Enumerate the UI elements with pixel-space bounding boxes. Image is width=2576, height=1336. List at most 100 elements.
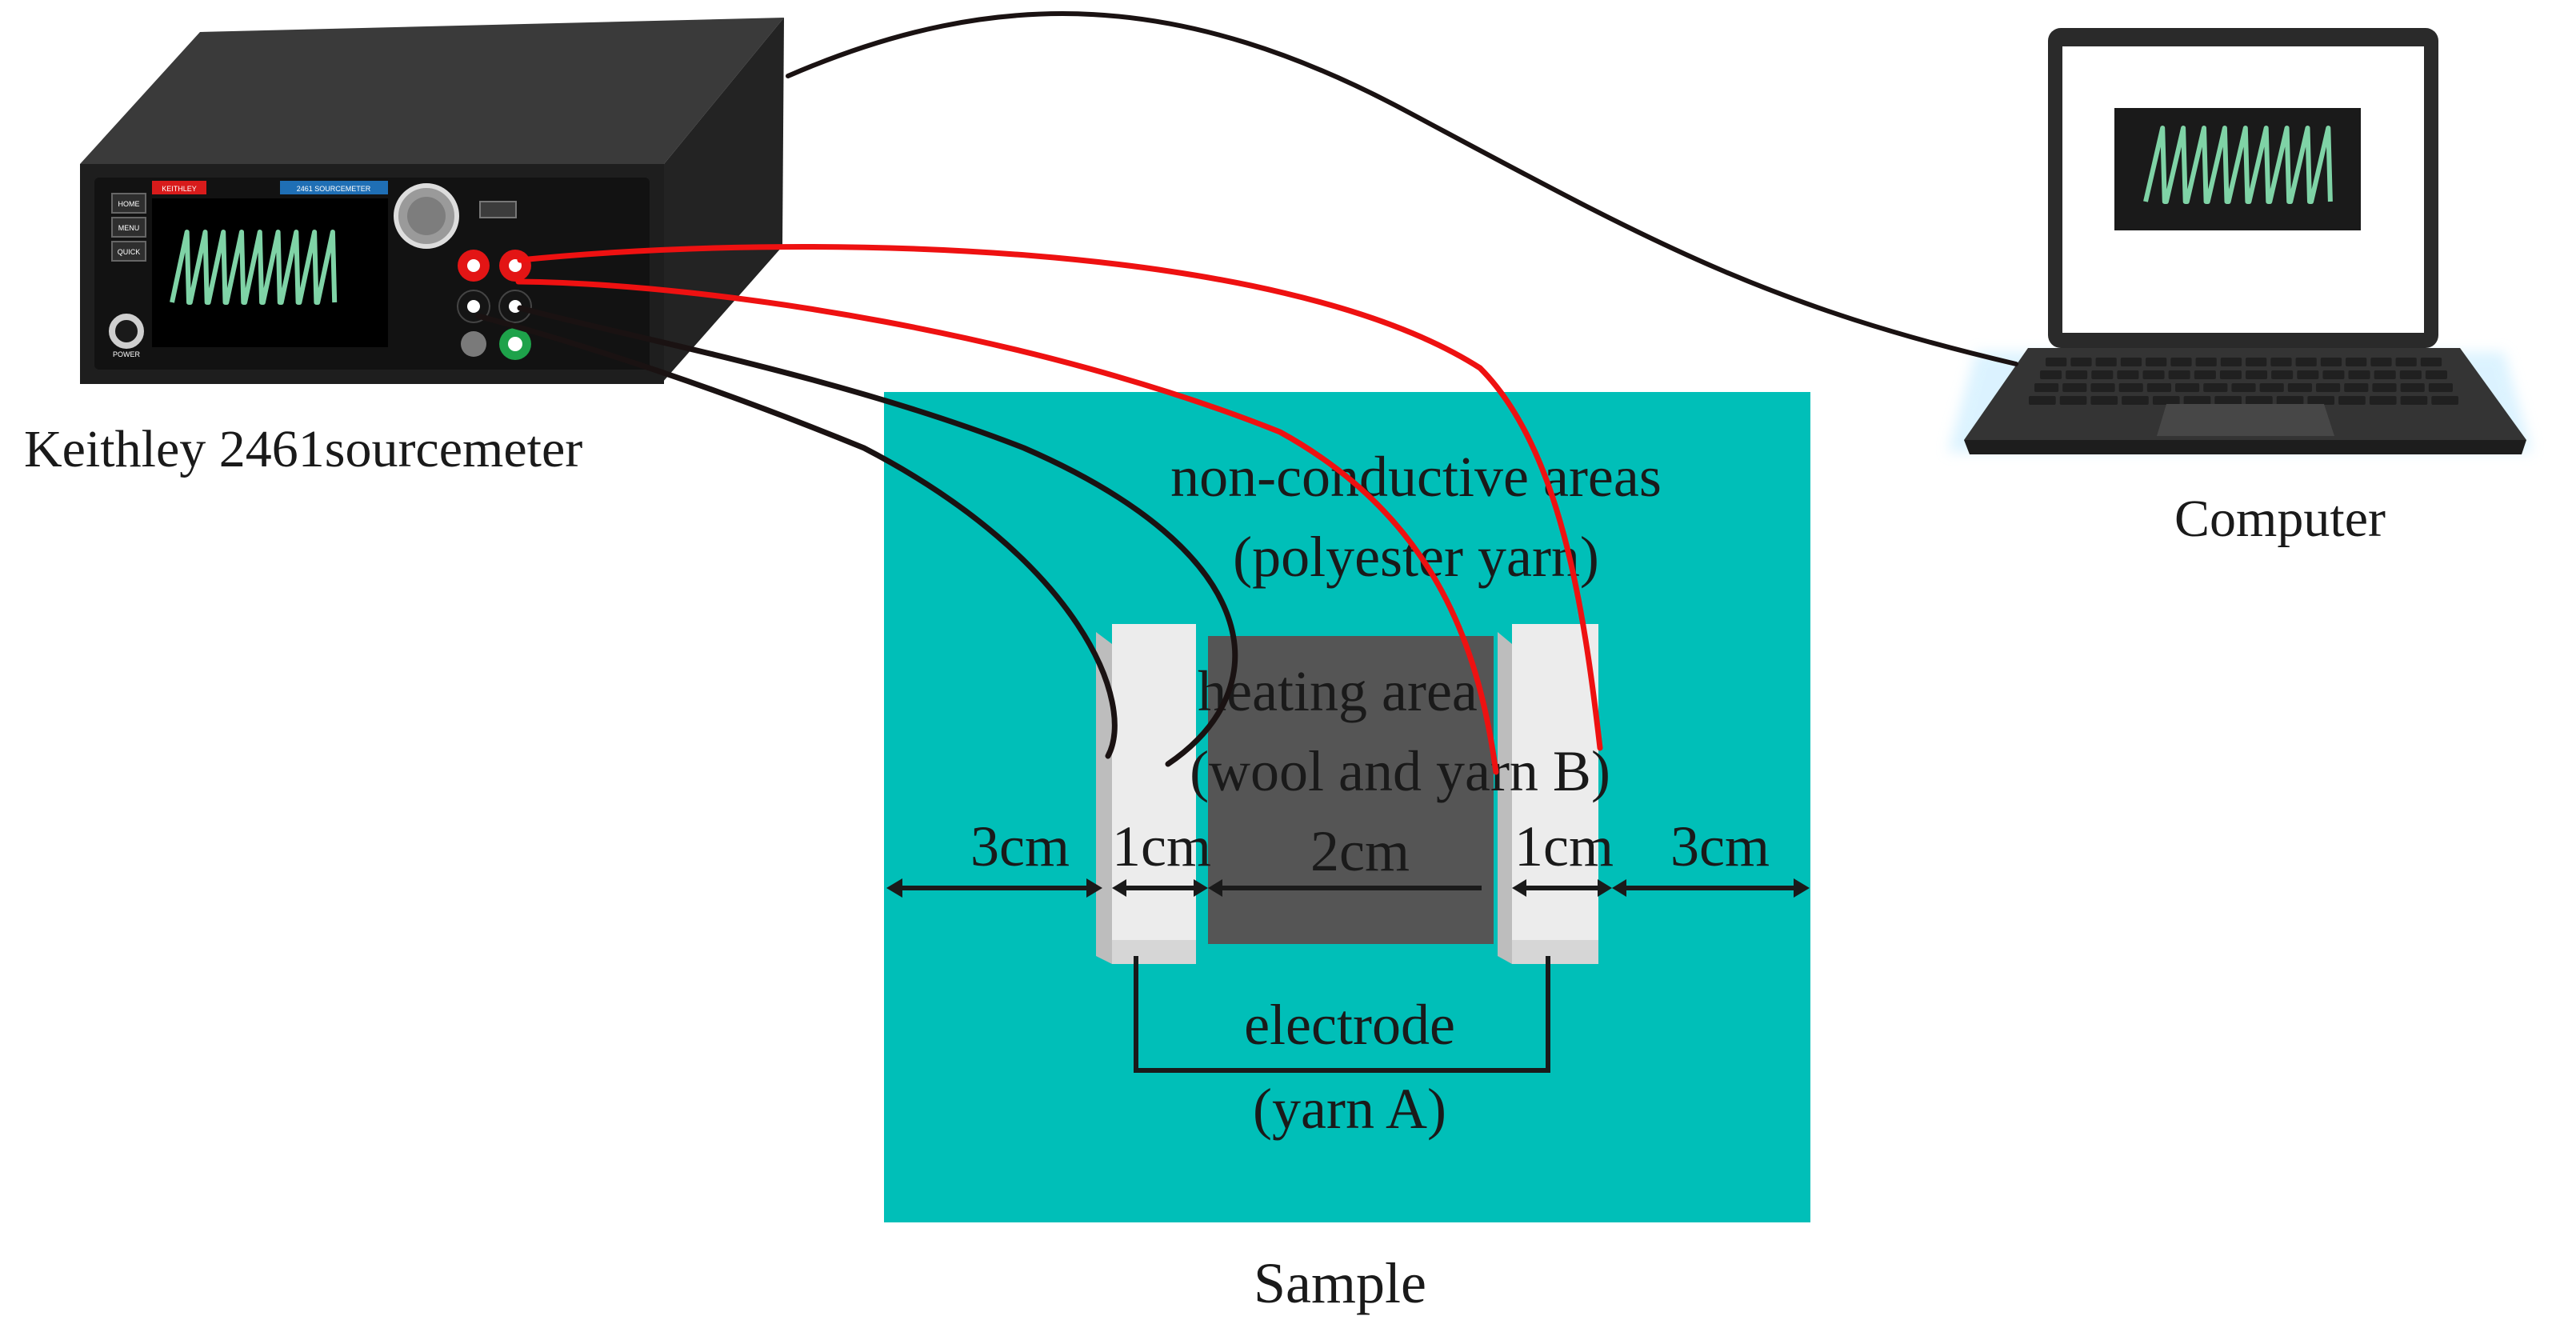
meter-top [80, 18, 784, 164]
keyboard-key [2070, 358, 2092, 366]
lead-low-1 [475, 313, 1118, 759]
keyboard-key [2168, 370, 2190, 379]
keyboard-key [2146, 358, 2167, 366]
keyboard-key [2431, 396, 2458, 405]
keyboard-key [2183, 396, 2211, 405]
power-label: POWER [113, 350, 141, 358]
electrode-label-line1: electrode [1244, 993, 1455, 1057]
keyboard-key [2034, 383, 2059, 392]
keyboard-key [2040, 370, 2062, 379]
keyboard-key [2231, 383, 2256, 392]
keyboard-key [2320, 358, 2342, 366]
power-button[interactable] [109, 314, 144, 349]
keyboard-key [2271, 370, 2294, 379]
usb-port [479, 201, 517, 218]
cables [475, 11, 2018, 775]
keyboard-key [2297, 370, 2319, 379]
sourcemeter: HOME MENU QUICK POWER KEITHLEY 2461 SOUR… [80, 18, 784, 384]
sourcemeter-caption: Keithley 2461sourcemeter [24, 420, 582, 478]
keyboard-key [2095, 358, 2117, 366]
keyboard-key [2395, 358, 2417, 366]
lead-high-2 [517, 244, 1603, 751]
lead-low-2 [517, 305, 1238, 767]
keyboard-key [2259, 383, 2284, 392]
home-button-label: HOME [118, 200, 140, 208]
keyboard-key [2146, 383, 2171, 392]
keyboard-key [2428, 383, 2453, 392]
dim-right-margin: 3cm [1670, 814, 1770, 878]
keyboard-key [2420, 358, 2442, 366]
keyboard-key [2425, 370, 2447, 379]
keyboard-key [2120, 358, 2142, 366]
keyboard-key [2369, 396, 2397, 405]
keyboard-key [2062, 383, 2087, 392]
right-electrode [1498, 624, 1598, 964]
model-badge-text: 2461 SOURCEMETER [297, 185, 371, 193]
keyboard-key [2372, 383, 2397, 392]
keyboard-key [2346, 358, 2367, 366]
keyboard-key [2090, 396, 2118, 405]
menu-button-label: MENU [118, 224, 140, 232]
electrode-bracket [1134, 956, 1550, 1073]
left-electrode [1096, 624, 1196, 964]
keyboard-key [2348, 370, 2370, 379]
computer-caption: Computer [2174, 490, 2386, 548]
keyboard-key [2246, 396, 2273, 405]
keyboard-key [2276, 396, 2304, 405]
keyboard-key [2374, 370, 2396, 379]
quick-button-label: QUICK [118, 248, 141, 256]
laptop [1948, 28, 2532, 454]
usb-cable [786, 11, 2018, 366]
keyboard-key [2287, 383, 2312, 392]
meter-waveform [170, 230, 338, 305]
trackpad [2157, 404, 2334, 436]
keyboard [2029, 358, 2458, 405]
keyboard-key [2203, 383, 2228, 392]
nonconductive-label-line2: (polyester yarn) [1233, 525, 1599, 589]
keyboard-key [2219, 370, 2242, 379]
keyboard-key [2246, 358, 2267, 366]
keyboard-key [2400, 396, 2428, 405]
electrode-label-line2: (yarn A) [1253, 1077, 1446, 1141]
keyboard-key [2090, 383, 2115, 392]
menu-button[interactable] [111, 217, 146, 238]
home-button[interactable] [111, 193, 146, 214]
sample-caption: Sample [1254, 1251, 1426, 1315]
keyboard-key [2307, 396, 2335, 405]
keyboard-key [2246, 370, 2268, 379]
heating-label-line2: (wool and yarn B) [1190, 739, 1610, 803]
keyboard-key [2214, 396, 2242, 405]
keyboard-key [2175, 383, 2200, 392]
keyboard-key [2142, 370, 2165, 379]
lead-high-1 [515, 278, 1499, 775]
keyboard-key [2344, 383, 2369, 392]
keyboard-key [2195, 358, 2217, 366]
keyboard-key [2322, 370, 2345, 379]
keyboard-key [2270, 358, 2292, 366]
model-badge [280, 181, 388, 194]
dim-left-electrode: 1cm [1112, 814, 1211, 878]
keyboard-key [2066, 370, 2088, 379]
nonconductive-label-line1: non-conductive areas [1170, 445, 1662, 509]
keyboard-key [2400, 383, 2425, 392]
keyboard-key [2399, 370, 2422, 379]
brand-badge [152, 181, 206, 194]
dim-heating-width: 2cm [1310, 819, 1410, 883]
laptop-waveform [2143, 126, 2333, 204]
keyboard-key [2194, 370, 2216, 379]
keyboard-key [2122, 396, 2149, 405]
quick-button[interactable] [111, 241, 146, 262]
dimension-lines [886, 878, 1810, 898]
heating-area [1208, 636, 1494, 944]
heating-label-line1: heating area [1198, 659, 1478, 723]
keyboard-key [2118, 383, 2143, 392]
keyboard-key [2170, 358, 2192, 366]
keyboard-key [2220, 358, 2242, 366]
keyboard-key [2152, 396, 2180, 405]
dim-left-margin: 3cm [970, 814, 1070, 878]
keyboard-key [2029, 396, 2056, 405]
keyboard-key [2059, 396, 2087, 405]
keyboard-key [2091, 370, 2114, 379]
keyboard-key [2046, 358, 2067, 366]
